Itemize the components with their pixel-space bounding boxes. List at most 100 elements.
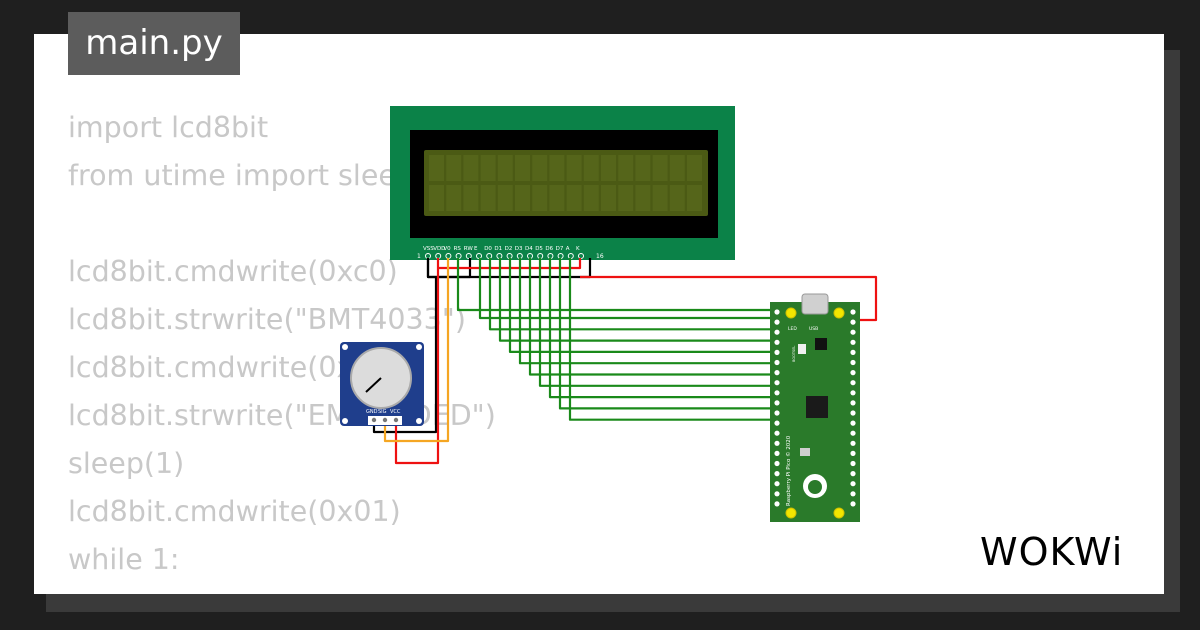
pico-pin — [850, 309, 856, 315]
lcd-pin-label: K — [576, 246, 580, 252]
raspberry-pi-pico[interactable]: Raspberry Pi Pico © 2020 USB LED BOOTSEL — [770, 293, 860, 522]
wire — [568, 258, 777, 421]
lcd-cell — [532, 185, 548, 211]
lcd-pin-label: A — [566, 246, 570, 252]
pico-pin — [850, 501, 856, 507]
lcd-pin-label: VDD — [433, 246, 445, 252]
pico-pin — [850, 450, 856, 456]
lcd-pin-last: 16 — [596, 253, 604, 260]
lcd-cell — [463, 155, 479, 181]
lcd-pin-label: RS — [454, 246, 462, 252]
pico-pin — [850, 390, 856, 396]
wire — [438, 258, 582, 270]
wire — [478, 258, 777, 320]
pico-pin — [850, 370, 856, 376]
pico-pin — [774, 430, 780, 436]
bootsel-button[interactable] — [798, 344, 806, 354]
pico-pin — [850, 481, 856, 487]
lcd-cell — [652, 185, 668, 211]
lcd-cell — [601, 155, 616, 181]
lcd-cell — [583, 155, 599, 181]
wire — [518, 258, 777, 365]
lcd-cell — [566, 155, 582, 181]
raspberry-logo-icon — [808, 480, 822, 494]
lcd-cell — [429, 185, 444, 211]
pico-pin — [850, 400, 856, 406]
code-line: lcd8bit.cmdwrite(0xc0) — [68, 255, 398, 288]
wire — [558, 258, 777, 410]
pico-pin — [850, 430, 856, 436]
lcd-cell — [635, 185, 651, 211]
code-line: import lcd8bit — [68, 111, 269, 144]
lcd-cell — [480, 155, 496, 181]
pot-pin — [382, 417, 388, 423]
pico-pin — [774, 400, 780, 406]
code-line: lcd8bit.strwrite("BMT4033") — [68, 303, 466, 336]
pico-pin — [774, 319, 780, 325]
pot-hole — [342, 418, 348, 424]
lcd-cell — [463, 185, 479, 211]
pico-pin — [850, 349, 856, 355]
code-line: lcd8bit.strwrite("EMBEDDED") — [68, 399, 496, 432]
pico-pin — [850, 420, 856, 426]
wire — [528, 258, 777, 376]
pico-pin — [850, 359, 856, 366]
pico-pin — [774, 471, 780, 477]
pico-pin — [774, 501, 780, 507]
lcd-pin-label: D6 — [545, 246, 553, 252]
pico-pin — [850, 329, 856, 335]
lcd-cell — [515, 155, 530, 181]
pot-pin-label: GND — [366, 409, 378, 415]
pico-pin — [850, 380, 856, 386]
rp2040-chip — [806, 396, 828, 418]
lcd-pin-first: 1 — [417, 253, 421, 260]
wokwi-logo: WOKWi — [978, 527, 1150, 577]
file-tab[interactable]: main.py — [68, 12, 240, 75]
lcd-cell — [549, 155, 565, 181]
pico-pin — [850, 440, 856, 446]
lcd-cell — [480, 185, 496, 211]
pico-hole — [785, 507, 797, 519]
code-line: lcd8bit.cmdwrite(0x01) — [68, 495, 401, 528]
lcd-pin-label: D7 — [556, 246, 564, 252]
lcd-cell — [446, 185, 462, 211]
lcd-cell — [532, 155, 548, 181]
bootsel-label: BOOTSEL — [792, 346, 796, 362]
pot-hole — [416, 344, 422, 350]
pico-pin — [850, 491, 856, 497]
pot-pin-label: SIG — [378, 409, 387, 415]
wire — [498, 258, 777, 342]
code-line: safe_U_sensor(0.333) — [68, 584, 496, 594]
usb-label: USB — [809, 326, 818, 332]
pico-pin — [850, 410, 856, 416]
lcd-cell — [669, 185, 685, 211]
lcd-pin-label: V0 — [443, 246, 451, 252]
lcd-pin-label: E — [474, 246, 478, 252]
pico-board-label: Raspberry Pi Pico © 2020 — [785, 435, 792, 506]
pico-hole — [833, 307, 845, 319]
lcd-pin-label: D2 — [505, 246, 513, 252]
lcd-cell — [687, 155, 702, 181]
lcd-pin-label: VSS — [423, 246, 434, 252]
wire — [538, 258, 777, 387]
pico-pin — [774, 491, 780, 497]
pico-pin — [850, 460, 856, 467]
pot-pin-label: VCC — [390, 409, 401, 415]
pico-pin-headers — [774, 309, 856, 507]
lcd-cell — [601, 185, 616, 211]
lcd-cell — [669, 155, 685, 181]
lcd-pin-label: RW — [464, 246, 474, 252]
wire — [508, 258, 777, 353]
pico-pin — [774, 359, 780, 366]
code-line: while 1: — [68, 543, 180, 576]
lcd-pin-label: D4 — [525, 246, 533, 252]
pico-pin — [774, 460, 780, 467]
pico-pin — [774, 380, 780, 386]
lcd-cell — [497, 185, 513, 211]
lcd-cell — [549, 185, 565, 211]
